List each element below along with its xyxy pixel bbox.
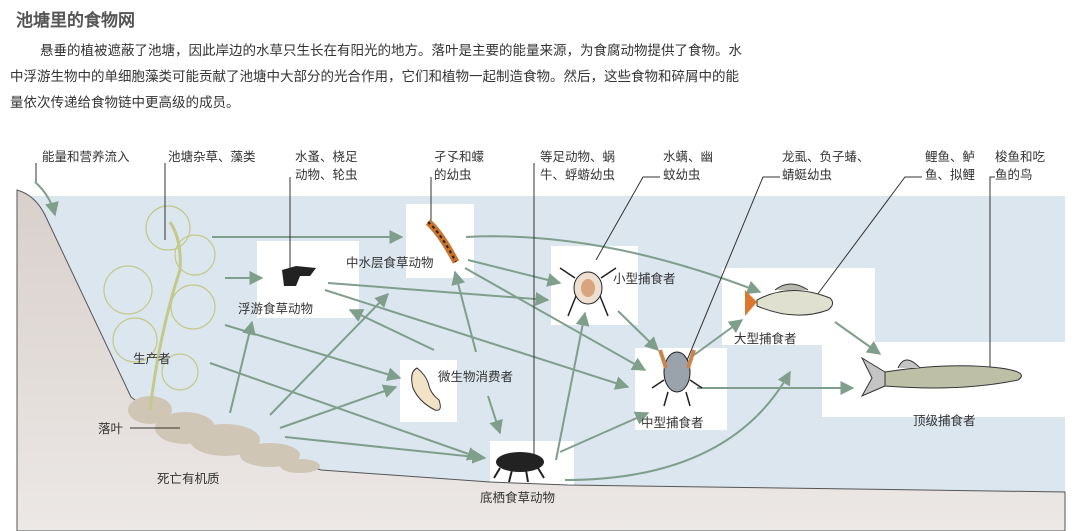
callout-mites: 水螨、幽蚊幼虫	[663, 148, 713, 184]
callout-carp-line2: 鱼、拟鲤	[925, 167, 976, 182]
node-dead-matter: 死亡有机质	[157, 471, 220, 486]
callout-carp-line1: 鲤鱼、鲈	[925, 149, 976, 164]
callout-larvae: 孑孓和蠓的幼虫	[434, 148, 484, 184]
callout-mites-line1: 水螨、幽	[663, 149, 714, 164]
node-plankton-herbivores: 浮游食草动物	[238, 301, 314, 316]
pike-icon	[860, 356, 1022, 398]
callout-daphnia-line2: 动物、轮虫	[295, 167, 358, 182]
leaf-litter-icon	[128, 396, 320, 473]
callout-lines	[35, 163, 995, 460]
daphnia-icon	[282, 266, 316, 286]
callout-isopods: 等足动物、蜗牛、蜉蝣幼虫	[540, 148, 615, 184]
energy-flow-arrows	[34, 181, 882, 481]
microbe-icon	[411, 367, 441, 411]
page-title: 池塘里的食物网	[16, 11, 135, 31]
callout-pike-line2: 鱼的鸟	[995, 167, 1033, 182]
node-small-predators: 小型捕食者	[613, 271, 676, 286]
callout-isopods-line1: 等足动物、蜗	[540, 149, 616, 164]
callout-larvae-line1: 孑孓和蠓	[434, 149, 485, 164]
mosquito-larva-icon	[425, 219, 460, 264]
callout-daphnia: 水蚤、桡足动物、轮虫	[295, 148, 358, 184]
node-top-predators: 顶级捕食者	[913, 413, 976, 428]
callout-energy-in: 能量和营养流入	[42, 149, 130, 164]
callout-larvae-line2: 的幼虫	[434, 167, 472, 182]
callout-beetles-line1: 龙虱、负子蝽、	[782, 149, 870, 164]
node-large-predators: 大型捕食者	[734, 331, 797, 346]
node-microbial-consumers: 微生物消费者	[438, 369, 514, 384]
water-mite-icon	[559, 267, 617, 317]
callout-isopods-line2: 牛、蜉蝣幼虫	[540, 167, 616, 182]
node-leaf-litter: 落叶	[98, 421, 124, 436]
node-benthic-herbivores: 底栖食草动物	[480, 490, 556, 505]
callout-pike-line1: 梭鱼和吃	[995, 149, 1046, 164]
intro-paragraph: 悬垂的植被遮蔽了池塘，因此岸边的水草只生长在有阳光的地方。落叶是主要的能量来源，…	[10, 43, 742, 111]
callout-beetles: 龙虱、负子蝽、蜻蜓幼虫	[782, 148, 870, 184]
perch-icon	[745, 283, 834, 316]
diving-beetle-icon	[651, 349, 703, 407]
isopod-icon	[493, 452, 545, 483]
callout-pike: 梭鱼和吃鱼的鸟	[995, 148, 1045, 184]
callout-carp: 鲤鱼、鲈鱼、拟鲤	[925, 148, 975, 184]
organism-boxes	[257, 204, 1065, 495]
node-producers: 生产者	[133, 351, 171, 366]
node-medium-predators: 中型捕食者	[641, 415, 704, 430]
callout-mites-line2: 蚊幼虫	[663, 167, 701, 182]
callout-pond-weeds: 池塘杂草、藻类	[168, 149, 256, 164]
callout-daphnia-line1: 水蚤、桡足	[295, 149, 358, 164]
pond-weed-icon	[103, 205, 216, 411]
callout-beetles-line2: 蜻蜓幼虫	[782, 167, 833, 182]
node-midwater-herbivores: 中水层食草动物	[346, 255, 434, 270]
